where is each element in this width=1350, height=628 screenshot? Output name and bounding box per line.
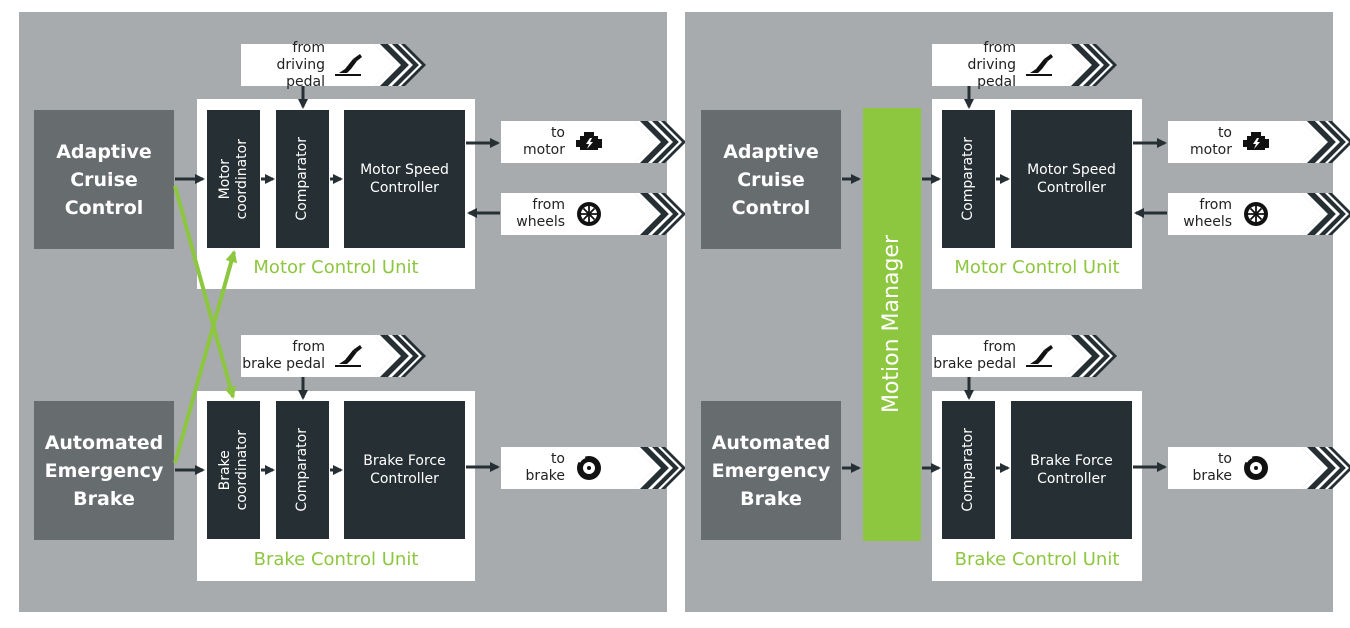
brake-disc-icon [575, 454, 603, 482]
tag-line-2: wheels [1183, 214, 1232, 230]
brake-comparator-label: Comparator [960, 428, 976, 512]
brake-coordinator-line-1: Brake [216, 449, 233, 491]
brake-controller-line-1: Brake Force [363, 453, 446, 469]
motor-coordinator-line-2: coordinator [233, 138, 250, 220]
aeb-line-3: Brake [73, 487, 135, 510]
pedal-icon [334, 53, 363, 76]
tag-line-1: to [1217, 125, 1232, 141]
tag-line-1: from [1199, 197, 1232, 213]
motor-control-unit-label: Motor Control Unit [954, 257, 1120, 278]
tag-line-1: from [983, 339, 1016, 355]
engine-icon [1243, 132, 1269, 150]
tag-line-1: from [532, 197, 565, 213]
tag-line-2: driving pedal [276, 56, 325, 90]
pedal-icon [1025, 344, 1054, 367]
acc-line-2: Cruise [70, 168, 138, 191]
aeb-line-3: Brake [740, 487, 802, 510]
aeb-line-2: Emergency [44, 459, 164, 482]
right-brake-comparator-block: Comparator [942, 401, 995, 539]
tag-line-2: wheels [516, 214, 565, 230]
motor-comparator-label: Comparator [960, 137, 976, 221]
aeb-line-1: Automated [44, 431, 164, 454]
tag-line-2: brake pedal [242, 356, 325, 372]
tag-line-2: brake [1192, 468, 1232, 484]
tag-line-2: driving pedal [967, 56, 1016, 90]
brake-comparator-label: Comparator [294, 428, 310, 512]
tag-line-1: to [550, 451, 565, 467]
brake-controller-line-2: Controller [1037, 471, 1106, 487]
motion-manager-label: Motion Manager [879, 235, 904, 414]
wheel-icon [576, 201, 602, 227]
motor-comparator-label: Comparator [294, 137, 310, 221]
acc-line-1: Adaptive [56, 140, 152, 163]
acc-line-3: Control [731, 196, 811, 219]
motor-controller-line-2: Controller [370, 180, 439, 196]
brake-coordinator-line-2: coordinator [233, 429, 250, 511]
motor-coordinator-line-1: Motor [216, 158, 233, 200]
pedal-icon [334, 344, 363, 367]
brake-controller-line-2: Controller [370, 471, 439, 487]
pedal-icon [1025, 53, 1054, 76]
motion-manager-block: Motion Manager [863, 108, 921, 541]
tag-line-1: from [292, 39, 325, 56]
motor-controller-line-1: Motor Speed [1027, 162, 1116, 178]
aeb-line-1: Automated [711, 431, 831, 454]
tag-line-2: motor [522, 142, 565, 158]
tag-line-2: brake pedal [933, 356, 1016, 372]
wheel-icon [1243, 201, 1269, 227]
motor-control-unit-label: Motor Control Unit [253, 257, 419, 278]
right-motor-comparator-block: Comparator [942, 110, 995, 248]
tag-line-1: to [550, 125, 565, 141]
left-motor-comparator-block: Comparator [276, 110, 329, 248]
tag-line-2: motor [1189, 142, 1232, 158]
brake-controller-line-1: Brake Force [1030, 453, 1113, 469]
aeb-line-2: Emergency [711, 459, 831, 482]
brake-control-unit-label: Brake Control Unit [253, 549, 419, 570]
motor-controller-line-2: Controller [1037, 180, 1106, 196]
brake-control-unit-label: Brake Control Unit [954, 549, 1120, 570]
acc-line-1: Adaptive [723, 140, 819, 163]
brake-disc-icon [1242, 454, 1270, 482]
tag-line-1: to [1217, 451, 1232, 467]
left-brake-comparator-block: Comparator [276, 401, 329, 539]
motor-controller-line-1: Motor Speed [360, 162, 449, 178]
tag-line-1: from [983, 39, 1016, 56]
engine-icon [576, 132, 602, 150]
tag-line-1: from [292, 339, 325, 355]
tag-line-2: brake [525, 468, 565, 484]
acc-line-2: Cruise [737, 168, 805, 191]
acc-line-3: Control [64, 196, 144, 219]
